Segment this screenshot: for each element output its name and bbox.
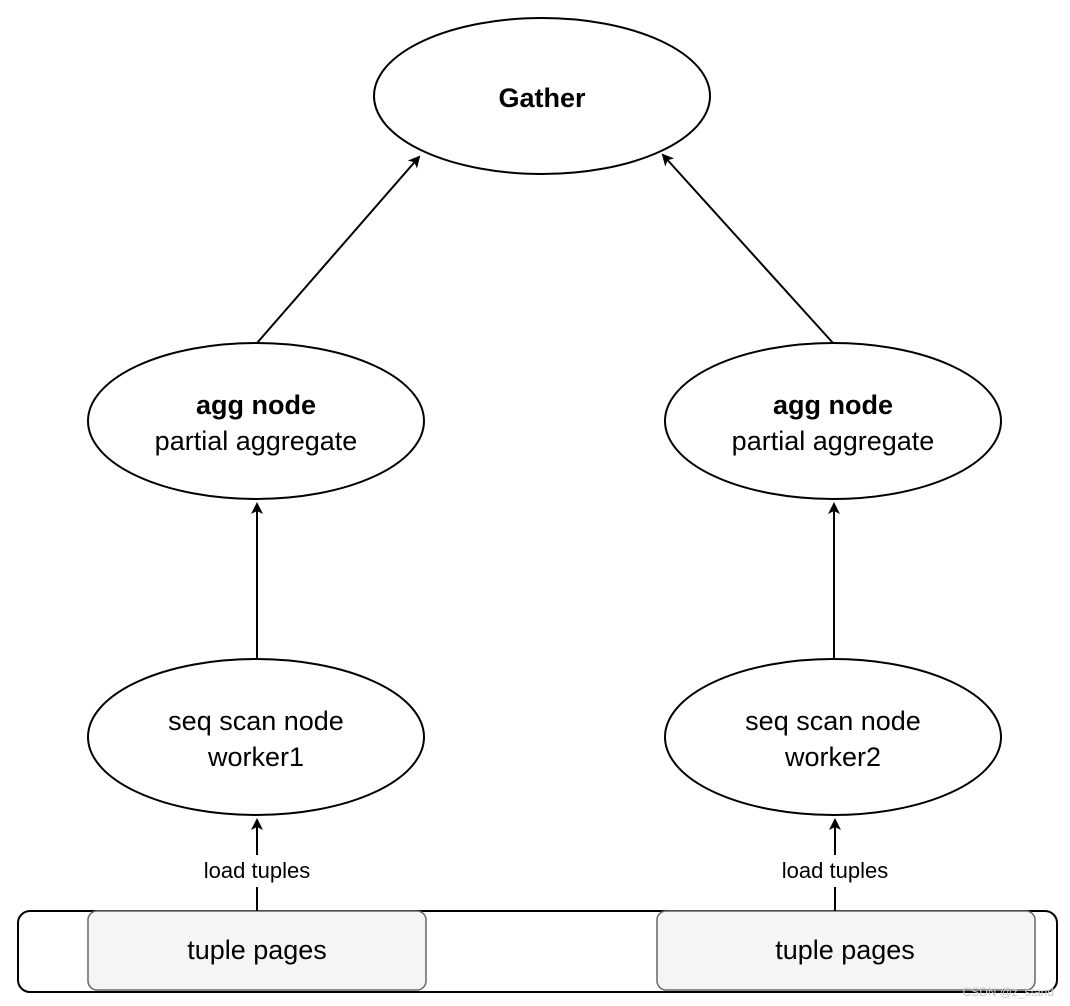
edge-agg-right-to-gather [661,153,834,344]
seq-scan-node-left: seq scan node worker1 [87,658,425,816]
edge-label-bg-right [773,855,897,887]
tuple-pages-right-label: tuple pages [775,935,915,965]
seq-scan-node-right: seq scan node worker2 [664,658,1002,816]
watermark-text: CSDN @z_stand [962,985,1054,999]
agg-node-right-title: agg node [773,390,893,420]
agg-node-right-subtitle: partial aggregate [732,426,935,456]
tuple-pages-left: tuple pages [87,910,427,991]
load-tuples-label-right: load tuples [782,858,888,883]
gather-node-title: Gather [498,83,586,113]
seq-scan-node-right-line2: worker2 [784,742,881,772]
seq-scan-node-left-line1: seq scan node [168,706,344,736]
tuple-pages-right: tuple pages [656,910,1036,991]
agg-node-left: agg node partial aggregate [87,342,425,500]
edge-agg-left-to-gather [256,155,421,344]
gather-node: Gather [373,17,711,175]
agg-node-left-title: agg node [196,390,316,420]
agg-node-left-subtitle: partial aggregate [155,426,358,456]
seq-scan-node-left-line2: worker1 [207,742,304,772]
agg-node-right: agg node partial aggregate [664,342,1002,500]
load-tuples-label-left: load tuples [204,858,310,883]
seq-scan-node-right-line1: seq scan node [745,706,921,736]
tuple-pages-left-label: tuple pages [187,935,327,965]
edge-label-bg-left [195,855,319,887]
